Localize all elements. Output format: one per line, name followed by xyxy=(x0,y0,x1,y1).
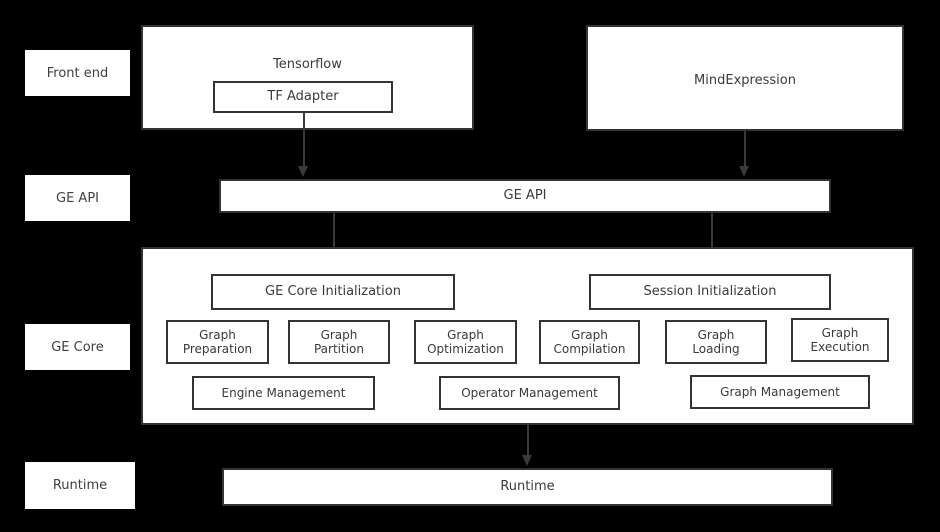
graph-compilation-box[interactable]: Graph Compilation xyxy=(539,320,640,364)
arrowhead-mindexpression-to-ge-api xyxy=(739,166,749,177)
connector-ge-core-to-runtime xyxy=(527,425,529,457)
graph-preparation-box[interactable]: Graph Preparation xyxy=(166,320,269,364)
connector-tf-adapter-to-ge-api xyxy=(303,113,305,168)
mindexpression-title: MindExpression xyxy=(694,73,796,88)
runtime-bar[interactable]: Runtime xyxy=(222,468,833,506)
graph-optimization-box[interactable]: Graph Optimization xyxy=(414,320,517,364)
tier-label-ge-api: GE API xyxy=(25,175,130,221)
connector-ge-api-to-core-init xyxy=(333,213,335,262)
tier-label-front-end: Front end xyxy=(25,50,130,96)
tf-adapter-box[interactable]: TF Adapter xyxy=(213,81,393,113)
connector-ge-api-to-session-init xyxy=(711,213,713,262)
ge-api-bar[interactable]: GE API xyxy=(219,179,831,213)
arrowhead-tf-adapter-to-ge-api xyxy=(298,166,308,177)
graph-loading-box[interactable]: Graph Loading xyxy=(665,320,767,364)
connector-mindexpression-to-ge-api xyxy=(744,131,746,168)
arrowhead-ge-core-to-runtime xyxy=(522,455,532,466)
tier-label-runtime: Runtime xyxy=(25,462,135,509)
graph-partition-box[interactable]: Graph Partition xyxy=(288,320,390,364)
ge-core-initialization-box[interactable]: GE Core Initialization xyxy=(211,274,455,310)
operator-management-box[interactable]: Operator Management xyxy=(439,376,620,410)
mindexpression-group: MindExpression xyxy=(586,25,904,131)
tensorflow-title: Tensorflow xyxy=(273,57,342,72)
tensorflow-group: Tensorflow xyxy=(141,25,474,130)
engine-management-box[interactable]: Engine Management xyxy=(192,376,375,410)
graph-execution-box[interactable]: Graph Execution xyxy=(791,318,889,362)
graph-management-box[interactable]: Graph Management xyxy=(690,375,870,409)
session-initialization-box[interactable]: Session Initialization xyxy=(589,274,831,310)
tier-label-ge-core: GE Core xyxy=(25,324,130,370)
